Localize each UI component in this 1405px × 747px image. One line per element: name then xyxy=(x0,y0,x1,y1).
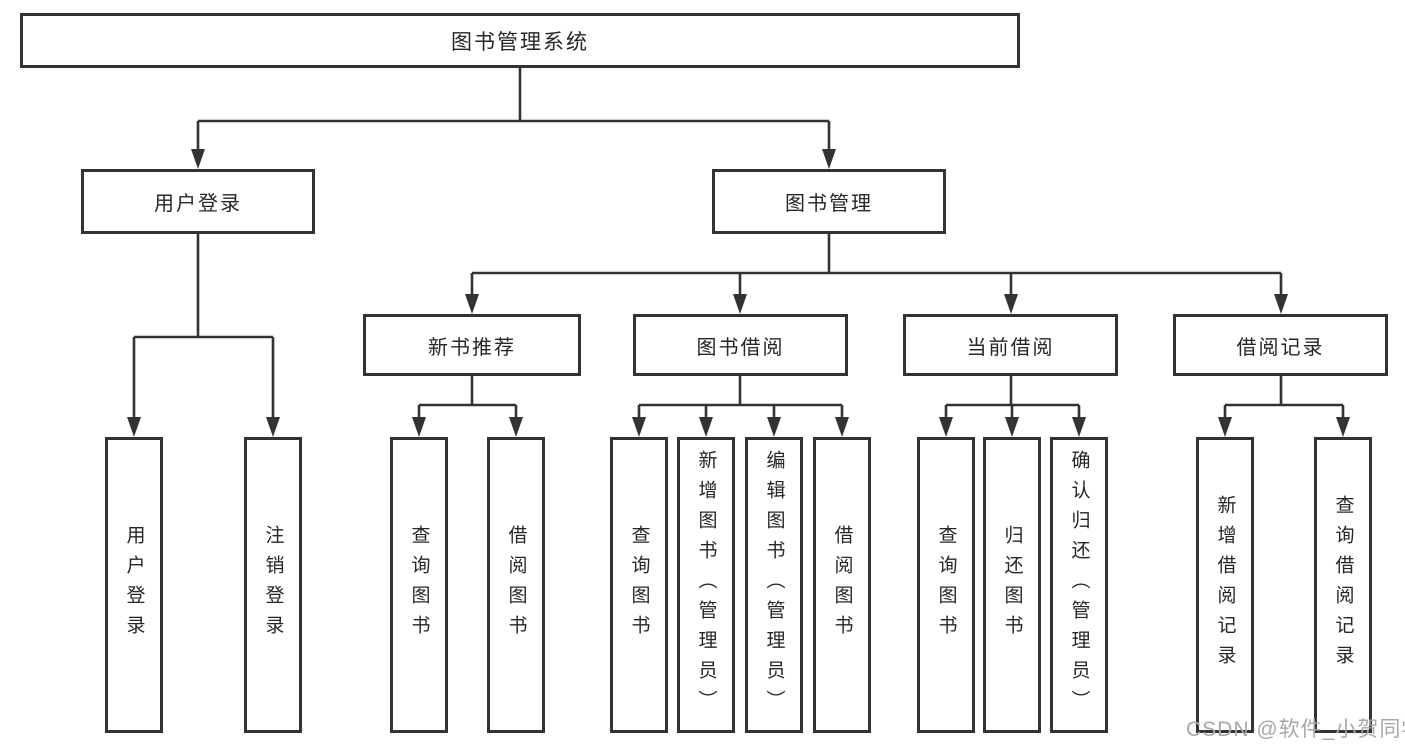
node-borrow-borrow-books: 借阅图书 xyxy=(813,437,871,733)
node-label: 用户登录 xyxy=(154,193,242,215)
node-current-query-books: 查询图书 xyxy=(917,437,975,733)
arrowhead-icon xyxy=(1004,294,1018,314)
node-label: 归还图书 xyxy=(1001,525,1023,645)
arrowhead-icon xyxy=(1218,417,1232,437)
node-label: 注销登录 xyxy=(262,525,284,645)
node-borrow-records: 借阅记录 xyxy=(1173,314,1388,376)
node-label: 用户登录 xyxy=(123,525,145,645)
arrowhead-icon xyxy=(767,417,781,437)
node-borrow-query-books: 查询图书 xyxy=(610,437,668,733)
arrowhead-icon xyxy=(632,417,646,437)
node-label: 新书推荐 xyxy=(428,336,516,359)
arrowhead-icon xyxy=(1274,294,1288,314)
arrowhead-icon xyxy=(939,417,953,437)
connector-root-to-level2 xyxy=(191,68,836,169)
node-label: 借阅图书 xyxy=(831,525,853,645)
node-label: 查询图书 xyxy=(935,525,957,645)
node-label: 查询借阅记录 xyxy=(1332,495,1354,675)
connector-userlogin-to-leaves xyxy=(127,234,280,437)
node-leaf-logout: 注销登录 xyxy=(244,437,302,733)
arrowhead-icon xyxy=(412,417,426,437)
node-current-borrow: 当前借阅 xyxy=(903,314,1118,376)
node-book-borrow: 图书借阅 xyxy=(633,314,848,376)
node-label: 图书管理 xyxy=(785,193,873,215)
connector-currentborrow-to-leaves xyxy=(939,376,1086,437)
arrowhead-icon xyxy=(127,417,141,437)
node-leaf-user-login: 用户登录 xyxy=(105,437,163,733)
node-label: 当前借阅 xyxy=(966,336,1055,359)
connector-borrowrecords-to-leaves xyxy=(1218,376,1350,437)
node-label: 查询图书 xyxy=(408,525,430,645)
node-newbook-query-books: 查询图书 xyxy=(390,437,448,733)
node-current-return-books: 归还图书 xyxy=(983,437,1041,733)
node-user-login: 用户登录 xyxy=(81,169,315,234)
node-label: 查询图书 xyxy=(628,525,650,645)
arrowhead-icon xyxy=(822,149,836,169)
node-book-management: 图书管理 xyxy=(712,169,946,234)
arrowhead-icon xyxy=(1336,417,1350,437)
node-records-add-borrow-record: 新增借阅记录 xyxy=(1196,437,1254,733)
arrowhead-icon xyxy=(465,294,479,314)
node-label: 图书管理系统 xyxy=(451,30,589,54)
arrowhead-icon xyxy=(191,149,205,169)
arrowhead-icon xyxy=(1072,417,1086,437)
node-records-query-borrow-record: 查询借阅记录 xyxy=(1314,437,1372,733)
node-root-library-management-system: 图书管理系统 xyxy=(20,13,1020,68)
arrowhead-icon xyxy=(509,417,523,437)
node-borrow-edit-books-admin: 编辑图书（管理员） xyxy=(745,437,803,733)
node-label: 新增图书（管理员） xyxy=(695,450,717,720)
csdn-watermark: CSDN @软件_小贺同学 xyxy=(1186,718,1405,741)
connector-bookmgmt-to-level3 xyxy=(465,234,1288,314)
arrowhead-icon xyxy=(835,417,849,437)
arrowhead-icon xyxy=(733,294,747,314)
node-borrow-add-books-admin: 新增图书（管理员） xyxy=(677,437,735,733)
node-label: 借阅记录 xyxy=(1236,336,1325,359)
connector-newbook-to-leaves xyxy=(412,376,523,437)
node-new-book-recommend: 新书推荐 xyxy=(363,314,581,376)
node-current-confirm-return-admin: 确认归还（管理员） xyxy=(1050,437,1108,733)
arrowhead-icon xyxy=(266,417,280,437)
connector-bookborrow-to-leaves xyxy=(632,376,849,437)
node-label: 编辑图书（管理员） xyxy=(763,450,785,720)
node-label: 新增借阅记录 xyxy=(1214,495,1236,675)
arrowhead-icon xyxy=(1005,417,1019,437)
arrowhead-icon xyxy=(699,417,713,437)
node-newbook-borrow-books: 借阅图书 xyxy=(487,437,545,733)
node-label: 图书借阅 xyxy=(696,336,785,359)
node-label: 确认归还（管理员） xyxy=(1068,450,1090,720)
node-label: 借阅图书 xyxy=(505,525,527,645)
